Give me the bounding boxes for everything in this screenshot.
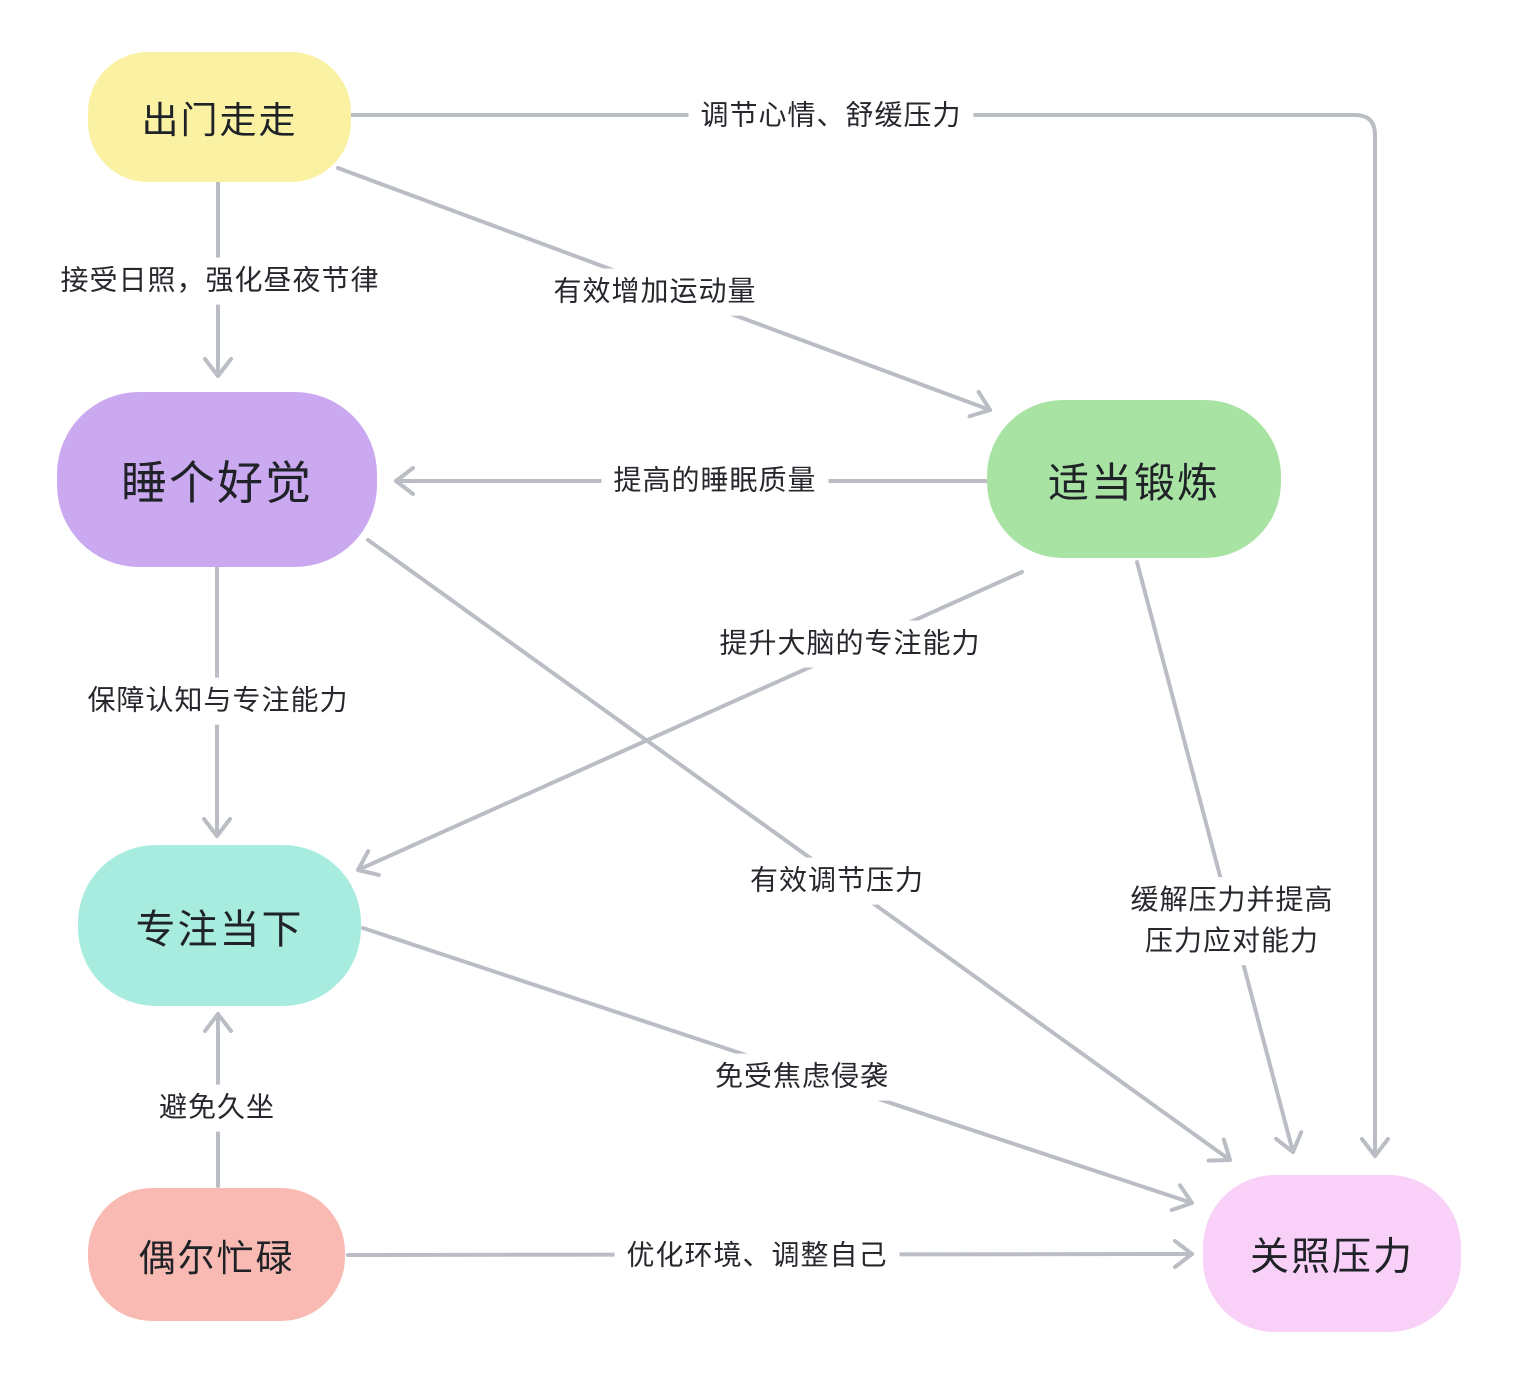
edge-label-regulate-mood: 调节心情、舒缓压力 — [688, 92, 974, 140]
edge-label-sunlight-circadian: 接受日照，强化昼夜节律 — [48, 257, 392, 305]
edge-exercise-to-focus — [356, 570, 1024, 877]
node-go-for-a-walk-label: 出门走走 — [141, 100, 298, 141]
edge-label-regulate-stress: 有效调节压力 — [737, 857, 937, 905]
node-occasionally-busy-label: 偶尔忙碌 — [138, 1237, 295, 1279]
node-focus-on-present: 专注当下 — [78, 845, 361, 1006]
node-sleep-well-label: 睡个好觉 — [121, 456, 313, 509]
node-go-for-a-walk: 出门走走 — [88, 52, 351, 182]
node-focus-on-present-label: 专注当下 — [135, 907, 304, 952]
edge-label-optimize-environment: 优化环境、调整自己 — [614, 1232, 900, 1280]
edge-label-protect-cognition: 保障认知与专注能力 — [75, 677, 361, 725]
edge-exercise-to-stress — [1135, 560, 1304, 1154]
edge-label-stress-coping-line2: 压力应对能力 — [1144, 925, 1320, 956]
edge-label-stress-coping-line1: 缓解压力并提高 — [1130, 884, 1334, 916]
node-occasionally-busy: 偶尔忙碌 — [88, 1188, 345, 1321]
edge-label-avoid-anxiety: 免受焦虑侵袭 — [702, 1053, 902, 1101]
edge-label-improve-sleep-quality: 提高的睡眠质量 — [601, 457, 829, 505]
edge-label-boost-focus: 提升大脑的专注能力 — [707, 620, 993, 668]
edge-label-stress-coping: 缓解压力并提高 压力应对能力 — [1118, 877, 1346, 965]
node-sleep-well: 睡个好觉 — [57, 392, 377, 567]
node-moderate-exercise-label: 适当锻炼 — [1048, 460, 1220, 506]
edge-label-increase-exercise: 有效增加运动量 — [541, 268, 769, 316]
node-moderate-exercise: 适当锻炼 — [987, 400, 1281, 558]
node-manage-stress-label: 关照压力 — [1249, 1235, 1414, 1279]
edge-label-avoid-sitting: 避免久坐 — [146, 1084, 288, 1132]
node-manage-stress: 关照压力 — [1203, 1175, 1461, 1332]
